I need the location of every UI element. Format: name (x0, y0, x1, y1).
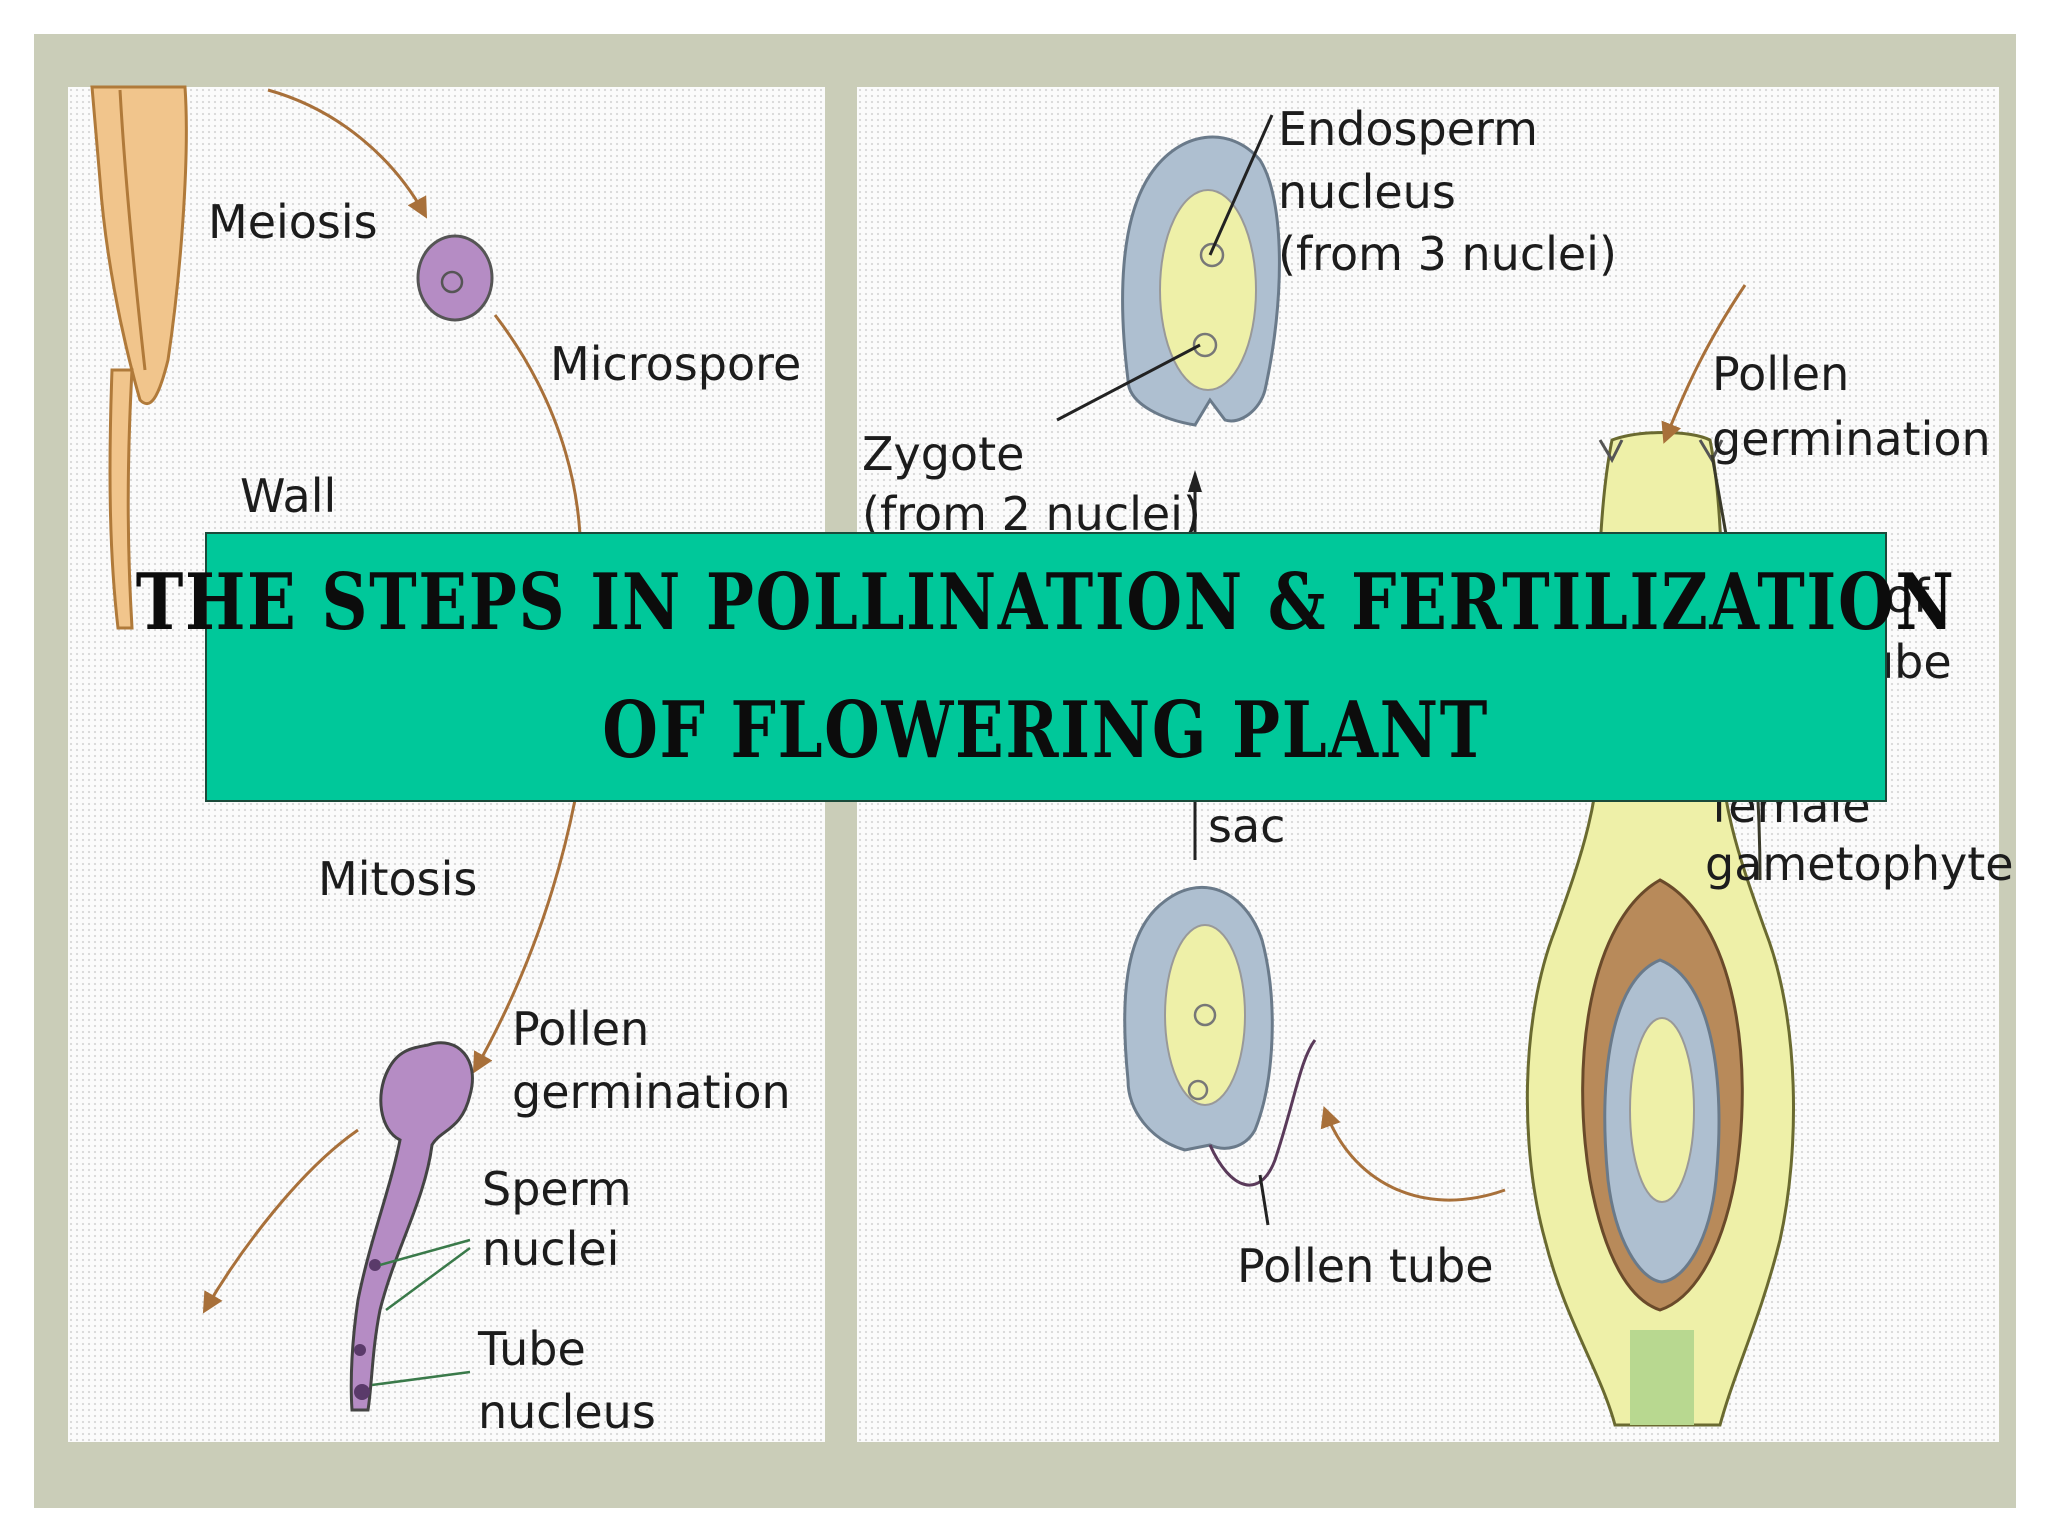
label-meiosis: Meiosis (208, 195, 378, 249)
leader-lines-right (1056, 114, 1274, 1226)
label-pollen-germination-left-2: germination (512, 1065, 791, 1119)
label-sperm-nuclei-2: nuclei (482, 1222, 619, 1276)
label-gametophyte: gametophyte (1705, 837, 2014, 891)
label-endosperm-2: nucleus (1278, 165, 1456, 219)
label-of-partial: of (1885, 569, 1931, 623)
label-wall: Wall (240, 469, 336, 523)
label-tube-nucleus-1: Tube (477, 1322, 586, 1376)
label-microspore: Microspore (550, 337, 801, 391)
unfertilized-ovule (1123, 886, 1317, 1187)
label-mitosis: Mitosis (318, 852, 477, 906)
label-pollen-germination-right-1: Pollen (1712, 347, 1849, 401)
label-sperm-nuclei-1: Sperm (482, 1162, 632, 1216)
title-banner: THE STEPS IN POLLINATION & FERTILIZATION… (136, 532, 1954, 802)
label-endosperm-3: (from 3 nuclei) (1278, 227, 1617, 281)
leader-lines-left (371, 1238, 471, 1387)
arrows-right (1320, 284, 1747, 1202)
label-pollen-tube: Pollen tube (1237, 1239, 1494, 1293)
label-tube-nucleus-2: nucleus (478, 1385, 656, 1439)
label-pollen-germination-right-2: germination (1712, 412, 1991, 466)
label-endosperm-1: Endosperm (1278, 102, 1538, 156)
label-pollen-germination-left-1: Pollen (512, 1002, 649, 1056)
pistil-with-ovule (1525, 431, 1795, 1427)
microspore-cell (416, 234, 494, 322)
slide-title: THE STEPS IN POLLINATION & FERTILIZATION… (136, 539, 1956, 795)
germinating-pollen-grain (349, 1041, 474, 1412)
label-zygote-1: Zygote (862, 427, 1024, 481)
anther-stamen (90, 85, 188, 630)
label-sac: sac (1208, 799, 1285, 853)
title-line-1: THE STEPS IN POLLINATION & FERTILIZATION (136, 557, 1956, 648)
fertilized-ovule (1121, 135, 1281, 427)
title-line-2: OF FLOWERING PLANT (602, 685, 1490, 776)
